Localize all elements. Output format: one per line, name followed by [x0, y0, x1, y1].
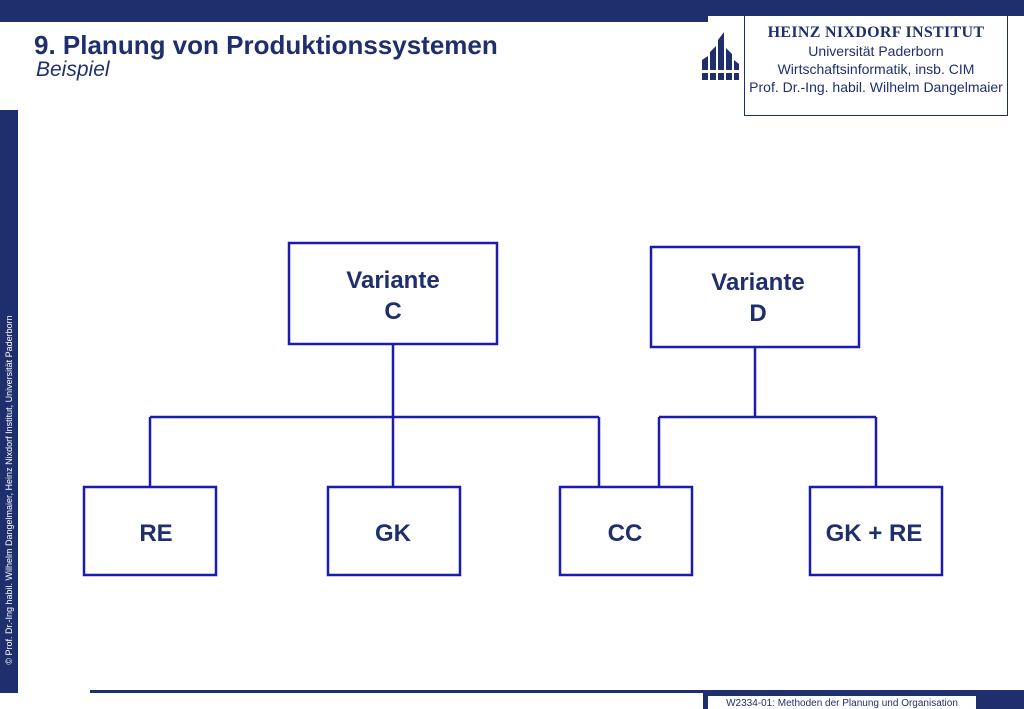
- page-number: 61: [988, 691, 1004, 707]
- node-gk-re-box: [808, 485, 944, 577]
- footer-divider: [90, 690, 1024, 693]
- footer-course-label: W2334-01: Methoden der Planung und Organ…: [708, 696, 976, 709]
- node-cc-box: [558, 485, 694, 577]
- institute-logo-icon: [700, 32, 740, 80]
- node-variant-d-box: [649, 245, 861, 349]
- left-sidebar-bar: [0, 110, 18, 693]
- top-bar: [0, 0, 708, 22]
- node-variant-d-line2: D: [749, 300, 766, 327]
- node-re-label: RE: [139, 520, 172, 547]
- institute-professor: Prof. Dr.-Ing. habil. Wilhelm Dangelmaie…: [749, 79, 1003, 95]
- top-bar-right: [708, 0, 1024, 16]
- node-variant-d-line1: Variante: [711, 269, 804, 296]
- node-gk-re-label: GK + RE: [826, 520, 923, 547]
- page-title: 9. Planung von Produktionssystemen: [34, 30, 498, 60]
- connector-lines: [148, 344, 878, 487]
- institute-name: HEINZ NIXDORF INSTITUT: [767, 24, 985, 41]
- node-re-box: [82, 485, 218, 577]
- institute-department: Wirtschaftsinformatik, insb. CIM: [777, 61, 975, 77]
- node-gk-label: GK: [375, 520, 412, 547]
- node-variant-c-line2: C: [384, 298, 401, 325]
- node-cc-label: CC: [608, 520, 643, 547]
- institute-box: HEINZ NIXDORF INSTITUT Universität Pader…: [744, 16, 1008, 116]
- page-subtitle: Beispiel: [36, 58, 110, 81]
- node-variant-c-box: [287, 241, 499, 346]
- institute-university: Universität Paderborn: [808, 43, 944, 59]
- node-boxes: [82, 241, 944, 577]
- node-variant-c-line1: Variante: [346, 267, 439, 294]
- node-gk-box: [326, 485, 462, 577]
